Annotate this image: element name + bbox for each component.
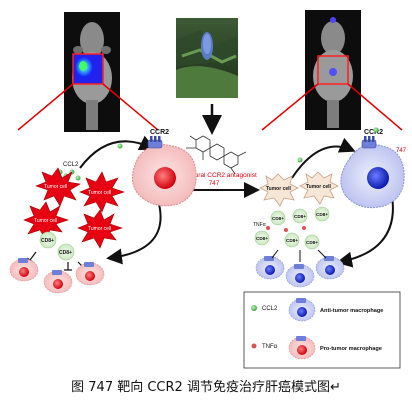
ccr2-label-right: CCR2 xyxy=(364,129,383,136)
tumor-cell: Tumor cell xyxy=(79,171,125,213)
legend-ccl2-label: CCL2 xyxy=(262,306,278,312)
legend-box: CCL2 TNFα Anti-tumor macrophage Pro-tumo… xyxy=(243,291,401,369)
legend-pro-tumor-icon xyxy=(288,336,316,360)
tumor-cell-dying: Tumor cell xyxy=(299,171,339,205)
cd8-t-cell: CD8+ xyxy=(39,231,57,249)
macrophage-arrow-right xyxy=(336,195,394,268)
svg-text:CD8+: CD8+ xyxy=(286,238,298,243)
tnfa-dot xyxy=(266,226,270,230)
tnfa-label-right: TNFα xyxy=(253,222,266,228)
ccl2-arrow-right xyxy=(291,137,356,179)
mouse-image-left xyxy=(64,12,120,132)
svg-text:Tumor cell: Tumor cell xyxy=(88,226,111,232)
ccr2-label-left: CCR2 xyxy=(150,129,169,136)
svg-text:Tumor cell: Tumor cell xyxy=(88,190,111,196)
pro-tumor-macrophage-large xyxy=(132,136,197,207)
macrophage-arrow xyxy=(106,199,162,265)
legend-pro-tumor-label: Pro-tumor macrophage xyxy=(320,346,382,352)
ccl2-dot xyxy=(373,127,379,133)
tumor-cell: Tumor cell xyxy=(35,167,81,207)
ccl2-dot xyxy=(117,143,123,149)
anti-tumor-macrophage-large xyxy=(340,136,405,209)
ccl2-dot xyxy=(297,157,303,163)
chemical-structure xyxy=(186,135,247,175)
cd8-t-cell: CD8+ xyxy=(292,208,308,224)
antagonist-label-line1: First natural CCR2 antagonist xyxy=(171,172,257,179)
pro-tumor-macrophage-small xyxy=(75,262,105,286)
tumor-cell: Tumor cell xyxy=(23,201,69,241)
ccl2-dot xyxy=(75,175,81,181)
svg-text:Tumor cell: Tumor cell xyxy=(34,218,57,224)
legend-ccl2-icon xyxy=(251,305,257,311)
cd8-t-cell: CD8+ xyxy=(270,210,286,226)
mouse-image-right xyxy=(305,10,361,130)
svg-text:CD8+: CD8+ xyxy=(272,216,284,221)
anti-tumor-macrophage-small xyxy=(315,256,345,280)
svg-text:Tumor cell: Tumor cell xyxy=(306,184,332,190)
ccl2-arrow xyxy=(79,135,156,169)
svg-text:Tumor cell: Tumor cell xyxy=(44,184,67,190)
tnfa-dot xyxy=(284,228,288,232)
svg-text:CD8+: CD8+ xyxy=(316,212,328,217)
legend-tnfa-label: TNFα xyxy=(262,344,278,350)
pro-tumor-macrophage-small xyxy=(9,258,39,282)
cd8-t-cell: CD8+ xyxy=(254,230,270,246)
anti-tumor-macrophage-small xyxy=(255,256,285,280)
number-747-right: 747 xyxy=(396,148,407,154)
ccl2-label-left: CCL2 xyxy=(63,162,79,168)
tumor-cell: Tumor cell xyxy=(77,209,123,249)
svg-text:CD8+: CD8+ xyxy=(59,250,72,256)
svg-text:Tumor cell: Tumor cell xyxy=(266,186,292,192)
pro-tumor-macrophage-small xyxy=(43,270,73,294)
cd8-t-cell: CD8+ xyxy=(314,206,330,222)
legend-tnfa-icon xyxy=(251,343,257,349)
svg-text:CD8+: CD8+ xyxy=(306,240,318,245)
pine-tree-photo xyxy=(176,18,238,98)
legend-anti-tumor-icon xyxy=(288,298,316,322)
tnfa-dot xyxy=(302,226,306,230)
svg-text:CD8+: CD8+ xyxy=(256,236,268,241)
legend-anti-tumor-label: Anti-tumor macrophage xyxy=(320,308,383,314)
tumor-cell-dying: Tumor cell xyxy=(259,173,299,207)
figure-caption: 图 747 靶向 CCR2 调节免疫治疗肝癌模式图↵ xyxy=(71,380,341,395)
cd8-t-cell: CD8+ xyxy=(284,232,300,248)
svg-text:CD8+: CD8+ xyxy=(294,214,306,219)
antagonist-label-line2: 747 xyxy=(209,180,220,187)
cd8-t-cell: CD8+ xyxy=(57,243,75,261)
svg-text:CD8+: CD8+ xyxy=(41,238,54,244)
anti-tumor-macrophage-small xyxy=(285,264,315,288)
cd8-t-cell: CD8+ xyxy=(304,234,320,250)
